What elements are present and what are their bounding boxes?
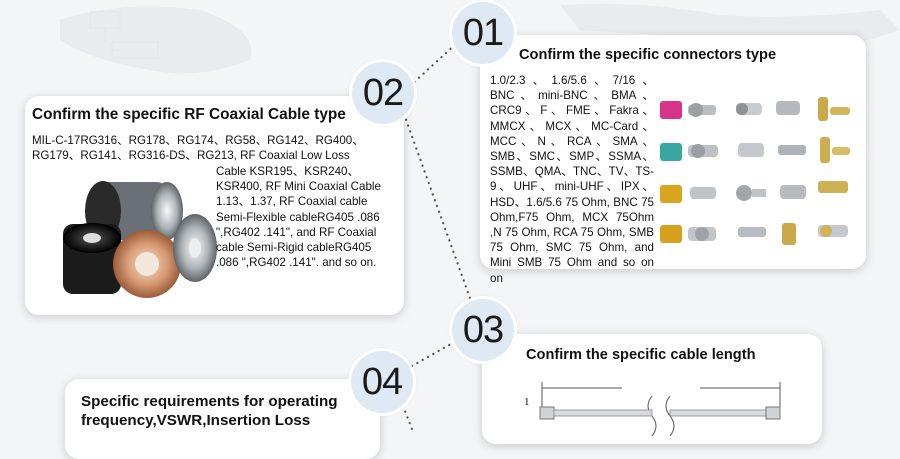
cable-length-diagram: [539, 382, 781, 437]
cable-spools-photo: [63, 181, 217, 298]
step-number-04: 04: [351, 351, 413, 413]
connectors-photo-grid: [660, 97, 850, 245]
cable-type-card: Confirm the specific RF Coaxial Cable ty…: [25, 96, 404, 315]
step-number-01: 01: [452, 2, 514, 64]
cable-type-card-title: Confirm the specific RF Coaxial Cable ty…: [32, 106, 346, 123]
connectors-card: Confirm the specific connectors type 1.0…: [480, 35, 866, 285]
cable-type-text-top: MIL-C-17RG316、RG178、RG174、RG58、RG142、RG4…: [32, 134, 364, 163]
cable-length-dimension-label: 1: [524, 396, 530, 408]
cable-length-card-title: Confirm the specific cable length: [526, 347, 756, 363]
connectors-card-title: Confirm the specific connectors type: [519, 47, 777, 63]
step-number-02: 02: [352, 62, 414, 124]
step-number-03: 03: [452, 299, 514, 361]
cable-length-card: Confirm the specific cable length 1: [482, 334, 822, 444]
requirements-card-title: Specific requirements for operating freq…: [81, 393, 338, 429]
cable-type-text-side: Cable KSR195、KSR240、KSR400, RF Mini Coax…: [216, 165, 381, 270]
connectors-list-text: 1.0/2.3、1.6/5.6、7/16、BNC、mini-BNC、BMA、CR…: [490, 74, 654, 285]
requirements-card: Specific requirements for operating freq…: [65, 379, 380, 459]
